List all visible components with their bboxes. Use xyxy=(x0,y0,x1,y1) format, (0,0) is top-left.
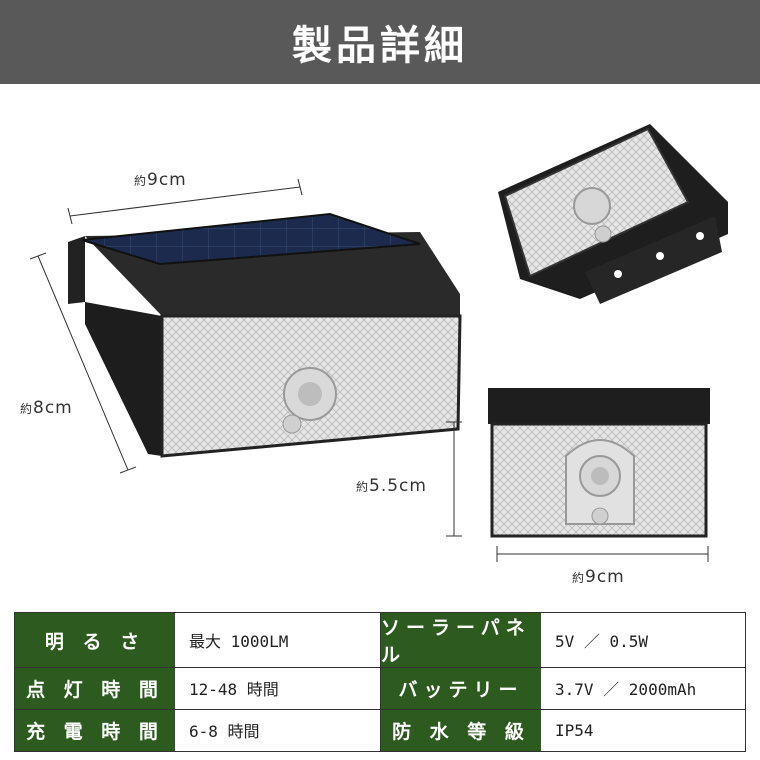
dimension-line-main-width xyxy=(67,178,303,225)
angled-view-product-image xyxy=(498,124,728,304)
spec-value-battery: 3.7V ／ 2000mAh xyxy=(541,668,745,710)
spec-value-brightness: 最大 1000LM xyxy=(175,613,381,668)
spec-value-charging-time: 6-8 時間 xyxy=(175,709,381,751)
dimension-line-front-height xyxy=(446,421,462,537)
spec-value-lighting-time: 12-48 時間 xyxy=(175,668,381,710)
spec-value-solar-panel: 5V ／ 0.5W xyxy=(541,613,745,668)
dimension-label-main-height: 約8cm xyxy=(20,398,73,418)
dimension-label-front-width: 約9cm xyxy=(572,567,625,587)
spec-label-solar-panel: ソーラーパネル xyxy=(381,613,541,668)
dimension-label-front-height: 約5.5cm xyxy=(356,476,427,496)
spec-label-battery: バッテリー xyxy=(381,668,541,710)
dimension-line-front-width xyxy=(496,546,709,562)
front-view-product-image xyxy=(488,388,710,538)
spec-value-waterproof: IP54 xyxy=(541,709,745,751)
dimension-label-main-width: 約9cm xyxy=(134,170,187,190)
spec-table: 明 る さ 最大 1000LM ソーラーパネル 5V ／ 0.5W 点 灯 時 … xyxy=(14,612,746,752)
product-illustrations xyxy=(29,124,728,562)
spec-label-waterproof: 防 水 等 級 xyxy=(381,709,541,751)
spec-label-brightness: 明 る さ xyxy=(15,613,175,668)
spec-label-lighting-time: 点 灯 時 間 xyxy=(15,668,175,710)
dimension-line-main-height xyxy=(29,252,137,474)
main-product-image xyxy=(68,212,462,458)
page-title: 製品詳細 xyxy=(292,23,468,69)
spec-label-charging-time: 充 電 時 間 xyxy=(15,709,175,751)
header-banner: 製品詳細 xyxy=(0,0,760,84)
